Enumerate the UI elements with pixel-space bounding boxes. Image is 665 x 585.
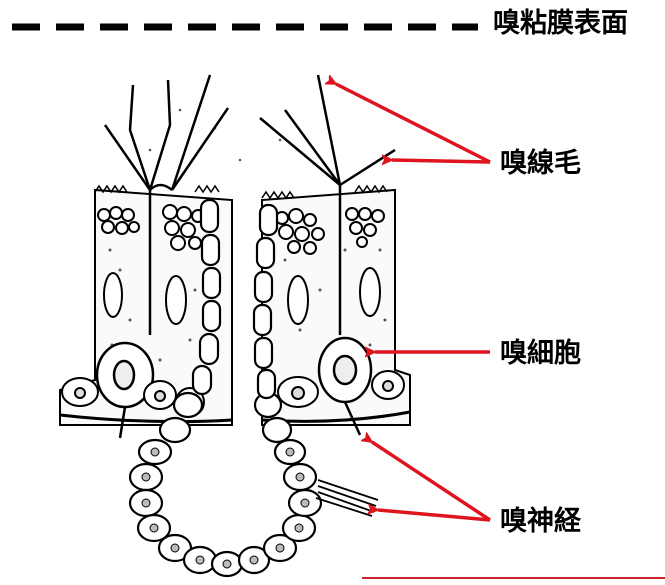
olfactory-cell-label: 嗅細胞 [500,340,581,367]
arrow-cilia-1 [336,84,490,162]
arrow-cilia-2 [392,160,490,162]
arrow-nerve-2 [378,510,490,520]
olfactory-cilia-label: 嗅線毛 [500,150,581,177]
mucosa-surface-label: 嗅粘膜表面 [493,10,628,37]
olfactory-nerve-label: 嗅神経 [500,508,581,535]
nerve-fibers [316,480,378,516]
arrow-nerve-1 [372,442,490,520]
